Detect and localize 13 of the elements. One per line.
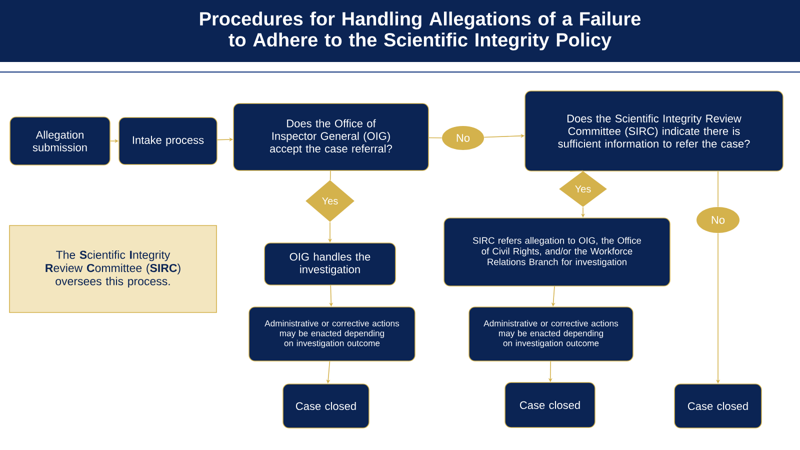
process-box: SIRC refers allegation to OIG, the Office of Civil Rights, and/or the Workforce Relations Branch for investigation	[444, 218, 670, 286]
decision-box: Does the Office of Inspector General (OIG) accept the case referral?	[233, 103, 429, 171]
process-box: Administrative or corrective actions may be enacted depending on investigation outcome	[248, 306, 416, 362]
note-box: The Scientific Integrity Review Committee (SIRC) oversees this process.	[9, 225, 217, 313]
end-box: Case closed	[674, 384, 762, 428]
end-box: Case closed	[282, 384, 370, 428]
process-box: Intake process	[118, 117, 218, 165]
decision-box: Does the Scientific Integrity Review Committee (SIRC) indicate there is sufficient information to refer the case?	[524, 90, 784, 172]
process-box: OIG handles the investigation	[264, 242, 396, 286]
title: Procedures for Handling Allegations of a Failure to Adhere to the Scientific Integrity Policy	[200, 12, 641, 50]
process-box: Administrative or corrective actions may be enacted depending on investigation outcome	[468, 306, 634, 362]
process-box: Allegation submission	[10, 116, 110, 166]
end-box: Case closed	[504, 382, 596, 428]
